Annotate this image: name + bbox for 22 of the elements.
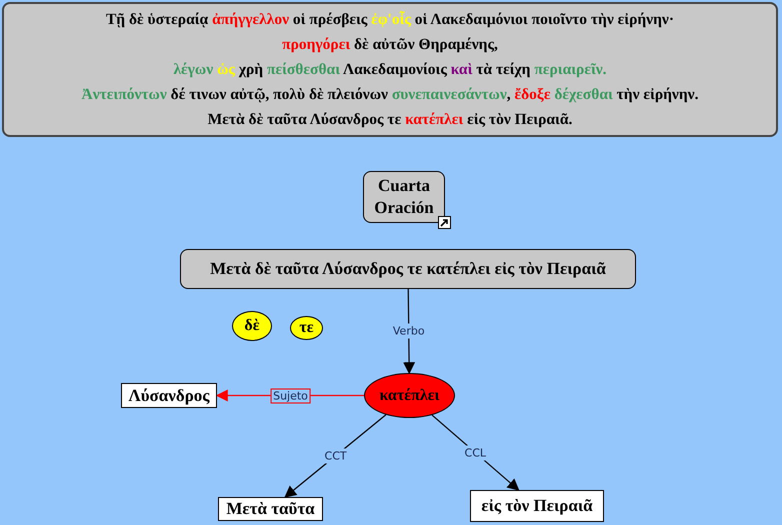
oval [232,311,272,341]
node-label: Λύσανδρος [128,384,210,406]
oval [290,316,323,340]
node-label: τε [299,318,314,338]
sentence: Ἀντειπόντων δέ τινων αὐτῷ, πολὺ δὲ πλειόνων συνεπαινεσάντων, ἔδοξε δέχεσθαι τὴν εἰρήνην. [82,85,698,105]
node-label: Μετὰ ταῦτα [226,498,315,520]
text-box [121,383,217,408]
node-label: δὲ [244,316,260,336]
rounded-box [363,171,445,223]
node-label: εἰς τὸν Πειραιᾶ [481,495,593,517]
node-label: κατέπλει [380,386,440,406]
text-box [470,490,604,522]
node-label: Μετὰ δὲ ταῦτα Λύσανδρος τε κατέπλει εἰς τὸν Πειραιᾶ [210,258,606,280]
sentence: λέγων ὡς χρὴ πείσθεσθαι Λακεδαιμονίοις καὶ τὰ τείχη περιαιρεῖν. [173,60,607,80]
sentence: προηγόρει δὲ αὐτῶν Θηραμένης, [282,35,498,55]
node-label: Cuarta Oración [373,175,435,219]
text-panel [2,2,778,137]
sentence: Μετὰ δὲ ταῦτα Λύσανδρος τε κατέπλει εἰς τὸν Πειραιᾶ. [208,110,572,130]
text-box [218,497,323,521]
edge-label: Sujeto [270,388,311,403]
sentence: Τῇ δὲ ὑστεραίᾳ ἀπήγγελλον οἱ πρέσβεις ἐφ'οἷς οἱ Λακεδαιμόνιοι ποιοῖντο τὴν εἰρήνην· [106,10,674,30]
rounded-box [180,249,636,289]
